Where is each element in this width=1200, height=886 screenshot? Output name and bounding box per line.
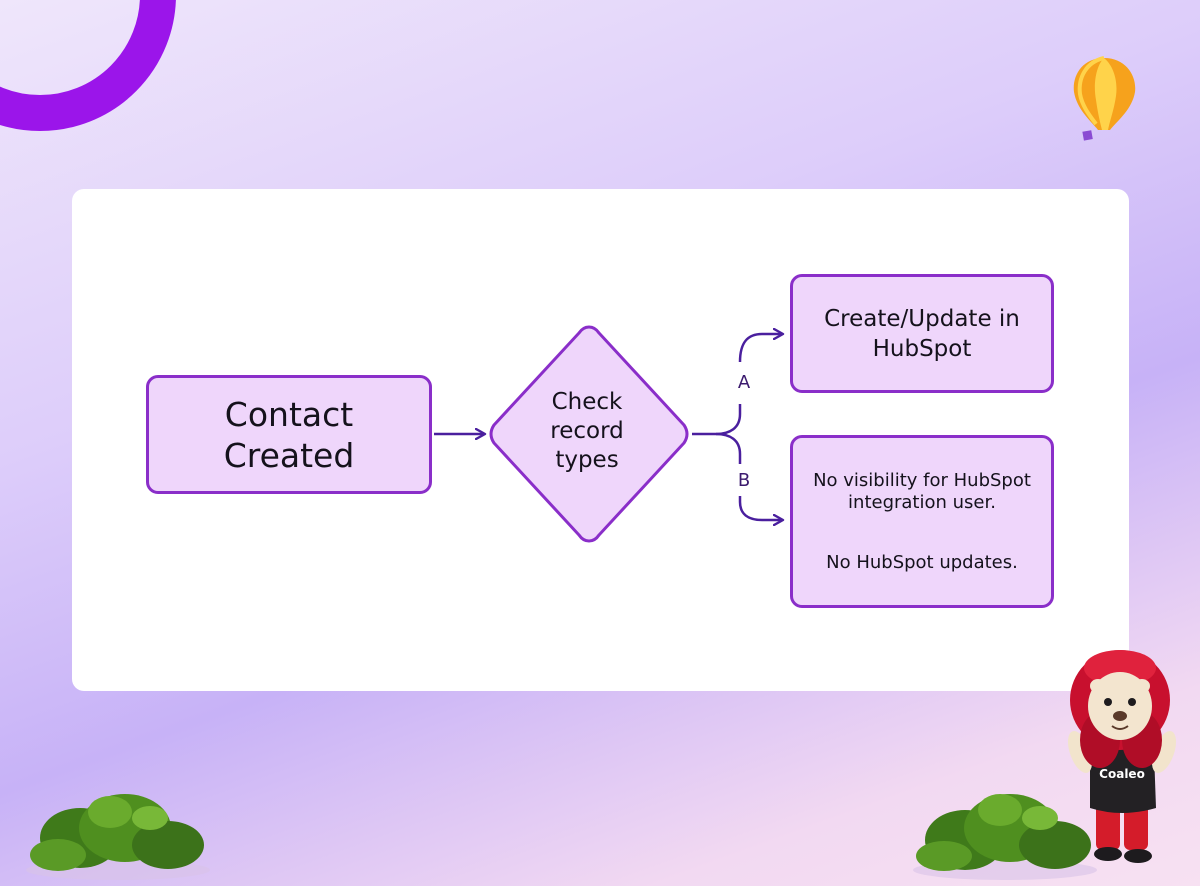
shrub-right: [913, 794, 1097, 880]
node-contact-created-line1: Contact: [224, 394, 354, 434]
branch-label-a: A: [737, 372, 751, 393]
node-novis-line3: No HubSpot updates.: [826, 551, 1018, 573]
node-contact-created: Contact Created: [146, 375, 432, 494]
shrub-left: [26, 794, 210, 880]
node-create-line2: HubSpot: [872, 335, 972, 362]
node-no-visibility: No visibility for HubSpot integration us…: [790, 435, 1054, 608]
lion-mascot: Coaleo: [1067, 650, 1177, 863]
node-check-line1: Check: [551, 389, 623, 415]
decision-diamond: [489, 325, 689, 543]
branch-label-b: B: [737, 470, 751, 491]
node-novis-line2: integration user.: [848, 491, 996, 513]
branch-connector-a: [738, 334, 782, 363]
node-check-record-types: Check record types: [520, 388, 654, 475]
mascot-shirt-text: Coaleo: [1099, 767, 1145, 781]
node-contact-created-line2: Created: [223, 435, 355, 475]
node-novis-line1: No visibility for HubSpot: [813, 469, 1031, 491]
ring-decoration: [0, 0, 176, 131]
node-create-update-hubspot: Create/Update in HubSpot: [790, 274, 1054, 393]
branch-connector-b-top: [715, 432, 742, 464]
node-check-line3: types: [555, 447, 619, 473]
node-check-line2: record: [550, 418, 624, 444]
hot-air-balloon-icon: [1073, 56, 1136, 141]
node-create-line1: Create/Update in: [824, 305, 1020, 332]
branch-connector-b: [738, 496, 782, 520]
